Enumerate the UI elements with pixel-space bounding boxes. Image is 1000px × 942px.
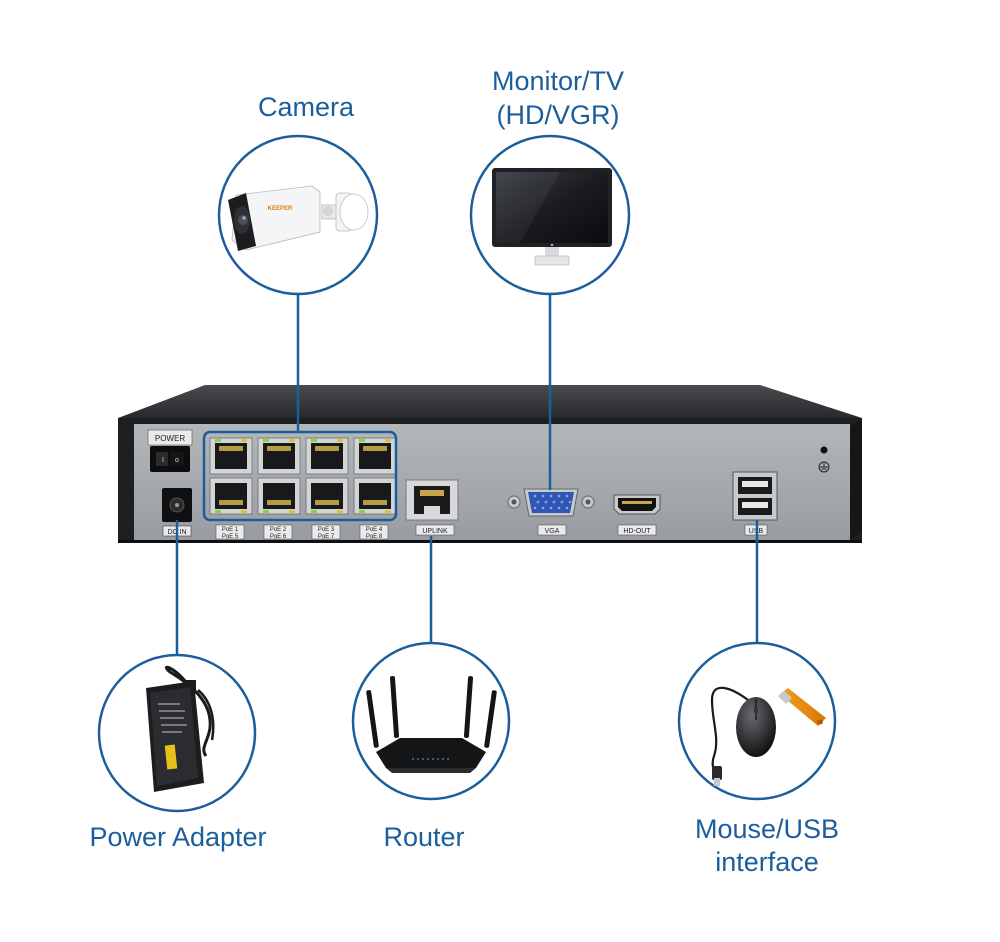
poe-jack: [305, 437, 349, 475]
uplink-label: UPLINK: [422, 528, 448, 535]
power-adapter-icon: [146, 665, 215, 792]
ground-terminal: [818, 446, 830, 473]
poe-labels: PoE 1 PoE 5 PoE 2 PoE 6 PoE 3 PoE 7 PoE …: [215, 524, 389, 540]
usb-drive-icon: [778, 688, 826, 726]
router-label: Router: [383, 822, 464, 852]
poe-label-2: PoE 2 PoE 6: [263, 524, 293, 540]
router-circle: [351, 641, 511, 801]
monitor-icon: [492, 168, 612, 266]
monitor-label-line2: (HD/VGR): [497, 100, 620, 130]
poe-jack: [209, 437, 253, 475]
poe-jack: [257, 477, 301, 515]
hd-out-port: HD-OUT: [613, 494, 661, 536]
svg-text:PoE 2: PoE 2: [270, 527, 287, 533]
power-adapter-circle: [97, 653, 257, 813]
monitor-circle: [469, 134, 631, 296]
usb-ports: USB: [732, 471, 778, 536]
camera-circle: KEEPER: [217, 134, 379, 296]
uplink-port: UPLINK: [405, 479, 459, 536]
svg-text:I: I: [162, 457, 164, 464]
connector-lines: [175, 294, 759, 656]
power-label: POWER: [155, 434, 185, 443]
svg-text:PoE 4: PoE 4: [366, 527, 383, 533]
poe-jack: [353, 477, 397, 515]
vga-port: VGA: [507, 488, 595, 536]
router-icon: [366, 676, 497, 773]
mouse-usb-label-line1: Mouse/USB: [695, 814, 839, 844]
poe-jack: [353, 437, 397, 475]
svg-text:PoE 7: PoE 7: [318, 534, 335, 540]
power-adapter-label: Power Adapter: [89, 822, 266, 852]
camera-icon: KEEPER: [228, 185, 369, 251]
poe-label-1: PoE 1 PoE 5: [215, 524, 245, 540]
svg-text:o: o: [175, 457, 179, 464]
svg-text:PoE 5: PoE 5: [222, 534, 239, 540]
vga-label: VGA: [545, 528, 560, 535]
svg-text:PoE 6: PoE 6: [270, 534, 287, 540]
poe-label-3: PoE 3 PoE 7: [311, 524, 341, 540]
hd-out-label: HD-OUT: [623, 528, 651, 535]
svg-text:PoE 3: PoE 3: [318, 527, 335, 533]
svg-text:PoE 8: PoE 8: [366, 534, 383, 540]
poe-port-block: [202, 430, 398, 522]
svg-text:PoE 1: PoE 1: [222, 527, 239, 533]
svg-text:KEEPER: KEEPER: [268, 206, 293, 212]
camera-label: Camera: [258, 92, 355, 122]
poe-jack: [305, 477, 349, 515]
mouse-usb-circle: [677, 641, 837, 801]
poe-jack: [257, 437, 301, 475]
poe-label-4: PoE 4 PoE 8: [359, 524, 389, 540]
nvr-top-surface: [118, 385, 862, 428]
power-switch: POWER I o: [147, 429, 193, 472]
nvr-rear-panel: [134, 424, 850, 542]
poe-jack: [209, 477, 253, 515]
mouse-usb-label-line2: interface: [715, 847, 819, 877]
poe-highlight-box: [202, 430, 398, 522]
mouse-icon: [710, 686, 776, 786]
monitor-label-line1: Monitor/TV: [492, 66, 624, 96]
